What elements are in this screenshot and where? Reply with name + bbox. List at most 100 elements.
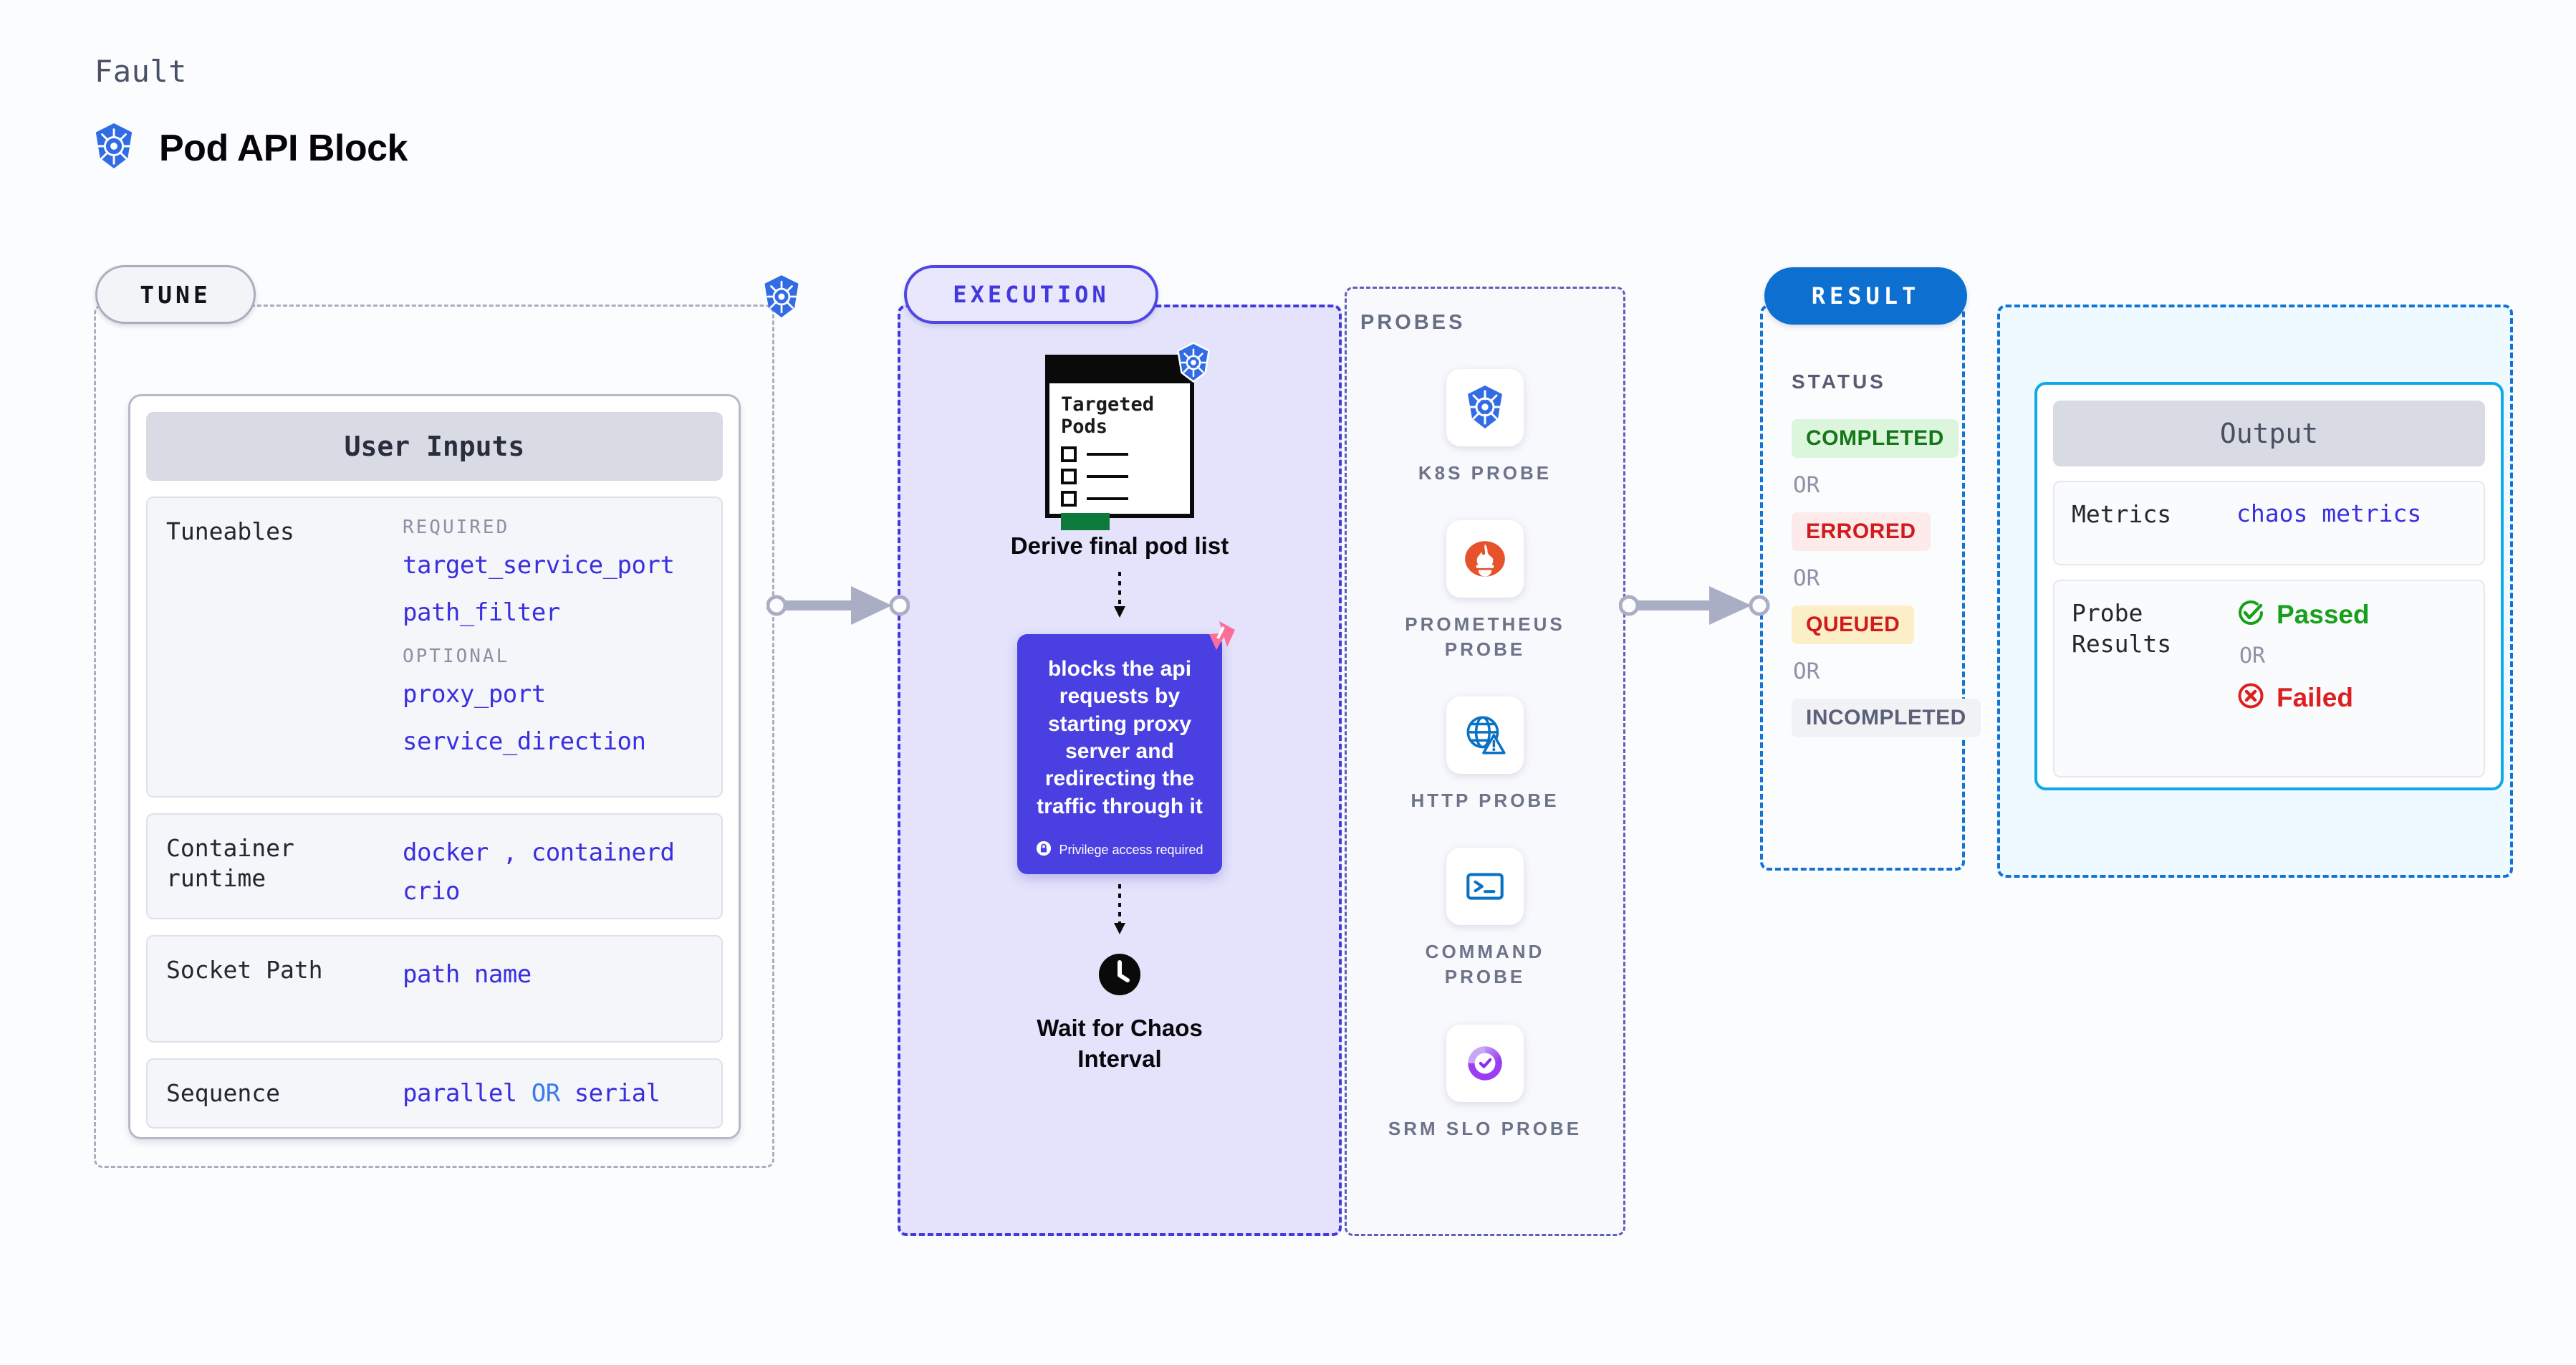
- sequence-value-parallel[interactable]: parallel: [403, 1078, 517, 1108]
- status-or-3: OR: [1793, 658, 1820, 684]
- kubernetes-node-icon: [761, 274, 802, 323]
- list-item: [1061, 446, 1178, 463]
- required-label: REQUIRED: [403, 517, 510, 538]
- targeted-pods-list: [1061, 446, 1178, 507]
- tuneables-label: Tuneables: [166, 517, 294, 545]
- probe-item-prometheus[interactable]: PROMETHEUS PROBE: [1345, 520, 1625, 662]
- flow-arrow-down: [1110, 570, 1129, 626]
- list-item: [1061, 491, 1178, 507]
- status-badge-errored: ERRORED: [1792, 512, 1931, 551]
- targeted-pods-title: Targeted Pods: [1061, 393, 1155, 439]
- probe-item-srm-slo[interactable]: SRM SLO PROBE: [1345, 1024, 1625, 1141]
- result-section: STATUS COMPLETED OR ERRORED OR QUEUED OR…: [1760, 305, 1981, 871]
- status-or-1: OR: [1793, 472, 1820, 498]
- probe-label: PROMETHEUS PROBE: [1405, 613, 1565, 661]
- x-circle-icon: [2236, 681, 2265, 714]
- optional-label: OPTIONAL: [403, 646, 510, 667]
- list-line: [1087, 453, 1128, 456]
- tuneables-values: REQUIRED target_service_port path_filter…: [403, 517, 703, 777]
- output-card: Output Metrics chaos metrics Probe Resul…: [2034, 382, 2504, 790]
- probe-result-failed-label: Failed: [2277, 682, 2353, 712]
- probe-result-passed: Passed: [2236, 598, 2370, 631]
- probes-section: PROBES K8: [1345, 287, 1625, 1236]
- probe-label: SRM SLO PROBE: [1388, 1117, 1582, 1139]
- checkbox-icon: [1061, 469, 1077, 485]
- sequence-label: Sequence: [166, 1078, 280, 1107]
- targeted-pods-card: Targeted Pods: [1045, 342, 1210, 531]
- probe-item-http[interactable]: HTTP PROBE: [1345, 696, 1625, 813]
- status-list: COMPLETED OR ERRORED OR QUEUED OR INCOMP…: [1792, 419, 1981, 737]
- socket-path-label: Socket Path: [166, 956, 323, 984]
- checkbox-icon: [1061, 491, 1077, 507]
- probe-results-label: Probe Results: [2072, 599, 2172, 658]
- wait-step: Wait for Chaos Interval: [1027, 952, 1213, 1075]
- output-card-title: Output: [2053, 401, 2485, 466]
- execution-stage-pill[interactable]: EXECUTION: [904, 265, 1158, 324]
- list-line: [1087, 475, 1128, 479]
- fault-description-text: blocks the api requests by starting prox…: [1037, 656, 1203, 818]
- metrics-row: Metrics chaos metrics: [2053, 481, 2485, 565]
- result-stage-pill[interactable]: RESULT: [1764, 267, 1967, 325]
- tune-stage-pill[interactable]: TUNE: [95, 265, 256, 324]
- sequence-value-group: parallel OR serial: [403, 1074, 703, 1113]
- lock-icon: [1036, 840, 1052, 860]
- kubernetes-icon: [1446, 369, 1524, 446]
- connector-execution-to-result: [1618, 573, 1773, 641]
- probe-results-row: Probe Results Passed OR: [2053, 580, 2485, 777]
- tune-section: User Inputs Tuneables REQUIRED target_se…: [94, 305, 774, 1168]
- tuneable-target-service-port[interactable]: target_service_port: [403, 551, 675, 580]
- container-runtime-values: docker , containerd crio: [403, 833, 703, 906]
- result-section-border: [1760, 305, 1965, 871]
- list-item: [1061, 469, 1178, 485]
- flow-arrow-down-2: [1110, 883, 1129, 944]
- progress-bar: [1061, 513, 1110, 531]
- metrics-value[interactable]: chaos metrics: [2236, 499, 2422, 527]
- probe-label: COMMAND PROBE: [1425, 941, 1545, 988]
- kubernetes-icon: [1174, 342, 1213, 387]
- container-runtime-value-line1[interactable]: docker , containerd: [403, 838, 675, 867]
- checkbox-icon: [1061, 446, 1077, 463]
- harness-logo-icon: [1198, 618, 1238, 662]
- step-caption-wait-for-chaos-interval: Wait for Chaos Interval: [1037, 1015, 1203, 1073]
- step-caption-derive-pod-list: Derive final pod list: [1010, 532, 1229, 559]
- prometheus-icon: [1446, 520, 1524, 598]
- container-runtime-value-line2[interactable]: crio: [403, 877, 460, 906]
- page-header: Pod API Block: [92, 122, 408, 174]
- page-eyebrow: Fault: [95, 54, 187, 89]
- tuneable-service-direction[interactable]: service_direction: [403, 727, 646, 756]
- probes-list: K8S PROBE PROMETHEUS PROBE: [1345, 369, 1625, 1141]
- container-runtime-row: Container runtime docker , containerd cr…: [146, 813, 723, 919]
- list-line: [1087, 497, 1128, 501]
- user-inputs-card: User Inputs Tuneables REQUIRED target_se…: [128, 394, 741, 1139]
- privilege-note: Privilege access required: [1032, 840, 1208, 860]
- probes-title: PROBES: [1360, 311, 1466, 334]
- container-runtime-label: Container runtime: [166, 834, 294, 893]
- probe-label: K8S PROBE: [1418, 462, 1552, 484]
- socket-path-values: path name: [403, 955, 703, 1022]
- sequence-row: Sequence parallel OR serial: [146, 1058, 723, 1129]
- check-circle-icon: [2236, 598, 2265, 631]
- probe-result-or: OR: [2239, 643, 2266, 669]
- tuneables-row: Tuneables REQUIRED target_service_port p…: [146, 497, 723, 798]
- sequence-values: parallel OR serial: [403, 1074, 703, 1113]
- page-title: Pod API Block: [159, 127, 408, 169]
- kubernetes-icon: [92, 122, 136, 174]
- output-section: Output Metrics chaos metrics Probe Resul…: [1997, 305, 2513, 878]
- targeted-pods-titlebar: [1049, 359, 1190, 383]
- socket-path-value[interactable]: path name: [403, 960, 532, 989]
- probe-results-values: Passed OR Failed: [2236, 598, 2370, 759]
- probe-label: HTTP PROBE: [1410, 790, 1559, 812]
- execution-section: Targeted Pods: [898, 305, 1342, 1236]
- sequence-separator: OR: [531, 1078, 560, 1108]
- tuneable-proxy-port[interactable]: proxy_port: [403, 680, 546, 709]
- status-title: STATUS: [1792, 370, 1886, 393]
- status-badge-queued: QUEUED: [1792, 605, 1915, 644]
- sequence-value-serial[interactable]: serial: [574, 1078, 660, 1108]
- tuneable-path-filter[interactable]: path_filter: [403, 598, 560, 627]
- http-globe-alert-icon: [1446, 696, 1524, 775]
- probe-item-command[interactable]: COMMAND PROBE: [1345, 848, 1625, 990]
- status-badge-completed: COMPLETED: [1792, 419, 1959, 458]
- probe-result-failed: Failed: [2236, 681, 2370, 714]
- probe-item-k8s[interactable]: K8S PROBE: [1345, 369, 1625, 486]
